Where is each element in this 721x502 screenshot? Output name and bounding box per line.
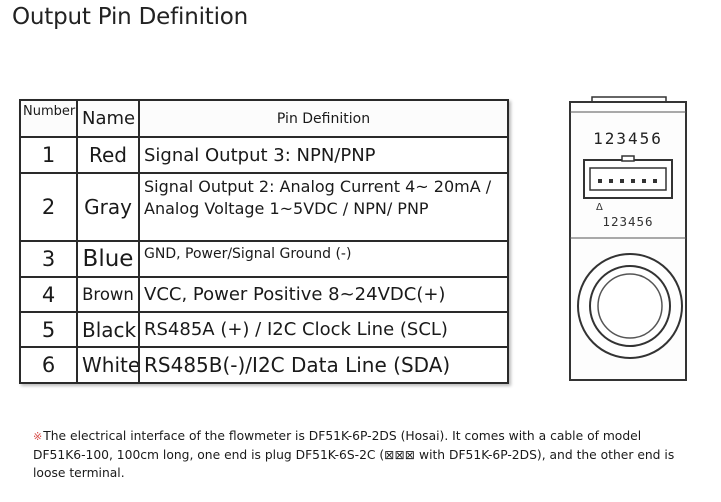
pin-number: 4 <box>19 276 78 313</box>
page-title: Output Pin Definition <box>12 4 249 30</box>
pin-number: 2 <box>19 172 78 242</box>
pin-definition: RS485B(-)/I2C Data Line (SDA) <box>138 346 509 384</box>
table-row: 3 Blue GND, Power/Signal Ground (-) <box>19 240 509 278</box>
pin-number: 6 <box>19 346 78 384</box>
wire-color: Blue <box>76 240 140 278</box>
wire-color: Red <box>76 136 140 174</box>
fitting-inner-ring <box>597 273 663 339</box>
header-name: Name <box>76 99 140 138</box>
table-row: 2 Gray Signal Output 2: Analog Current 4… <box>19 172 509 242</box>
inner-pin-labels: 123456 <box>602 214 653 229</box>
table-row: 5 Black RS485A (+) / I2C Clock Line (SCL… <box>19 311 509 348</box>
table-row: 6 White RS485B(-)/I2C Data Line (SDA) <box>19 346 509 384</box>
top-pin-labels: 123456 <box>593 129 663 148</box>
pin-definition: VCC, Power Positive 8~24VDC(+) <box>138 276 509 313</box>
pin-definition: GND, Power/Signal Ground (-) <box>138 240 509 278</box>
wire-color: Black <box>76 311 140 348</box>
header-number: Number <box>19 99 78 138</box>
socket-key <box>621 155 635 162</box>
pin1-marker: Δ <box>596 202 603 213</box>
table-row: 1 Red Signal Output 3: NPN/PNP <box>19 136 509 174</box>
pin-definition: Signal Output 2: Analog Current 4~ 20mA … <box>144 177 492 218</box>
pin-number: 3 <box>19 240 78 278</box>
wire-color: Gray <box>76 172 140 242</box>
connector-top-cap <box>591 96 667 102</box>
pin-definition: Signal Output 3: NPN/PNP <box>138 136 509 174</box>
footnote: ※The electrical interface of the flowmet… <box>33 427 688 482</box>
pin-number: 5 <box>19 311 78 348</box>
table-row: 4 Brown VCC, Power Positive 8~24VDC(+) <box>19 276 509 313</box>
connector-diagram: 123456 Δ 123456 <box>569 96 687 381</box>
pin-definition: RS485A (+) / I2C Clock Line (SCL) <box>138 311 509 348</box>
wire-color: White <box>76 346 140 384</box>
wire-color: Brown <box>76 276 140 313</box>
header-pin-definition: Pin Definition <box>138 99 509 138</box>
socket-pins <box>598 179 657 183</box>
note-mark-icon: ※ <box>33 430 43 443</box>
footnote-text: The electrical interface of the flowmete… <box>33 429 675 480</box>
table-header-row: Number Name Pin Definition <box>19 99 509 138</box>
pin-definition-table: Number Name Pin Definition 1 Red Signal … <box>19 99 509 384</box>
socket-inner <box>589 167 667 191</box>
pin-number: 1 <box>19 136 78 174</box>
